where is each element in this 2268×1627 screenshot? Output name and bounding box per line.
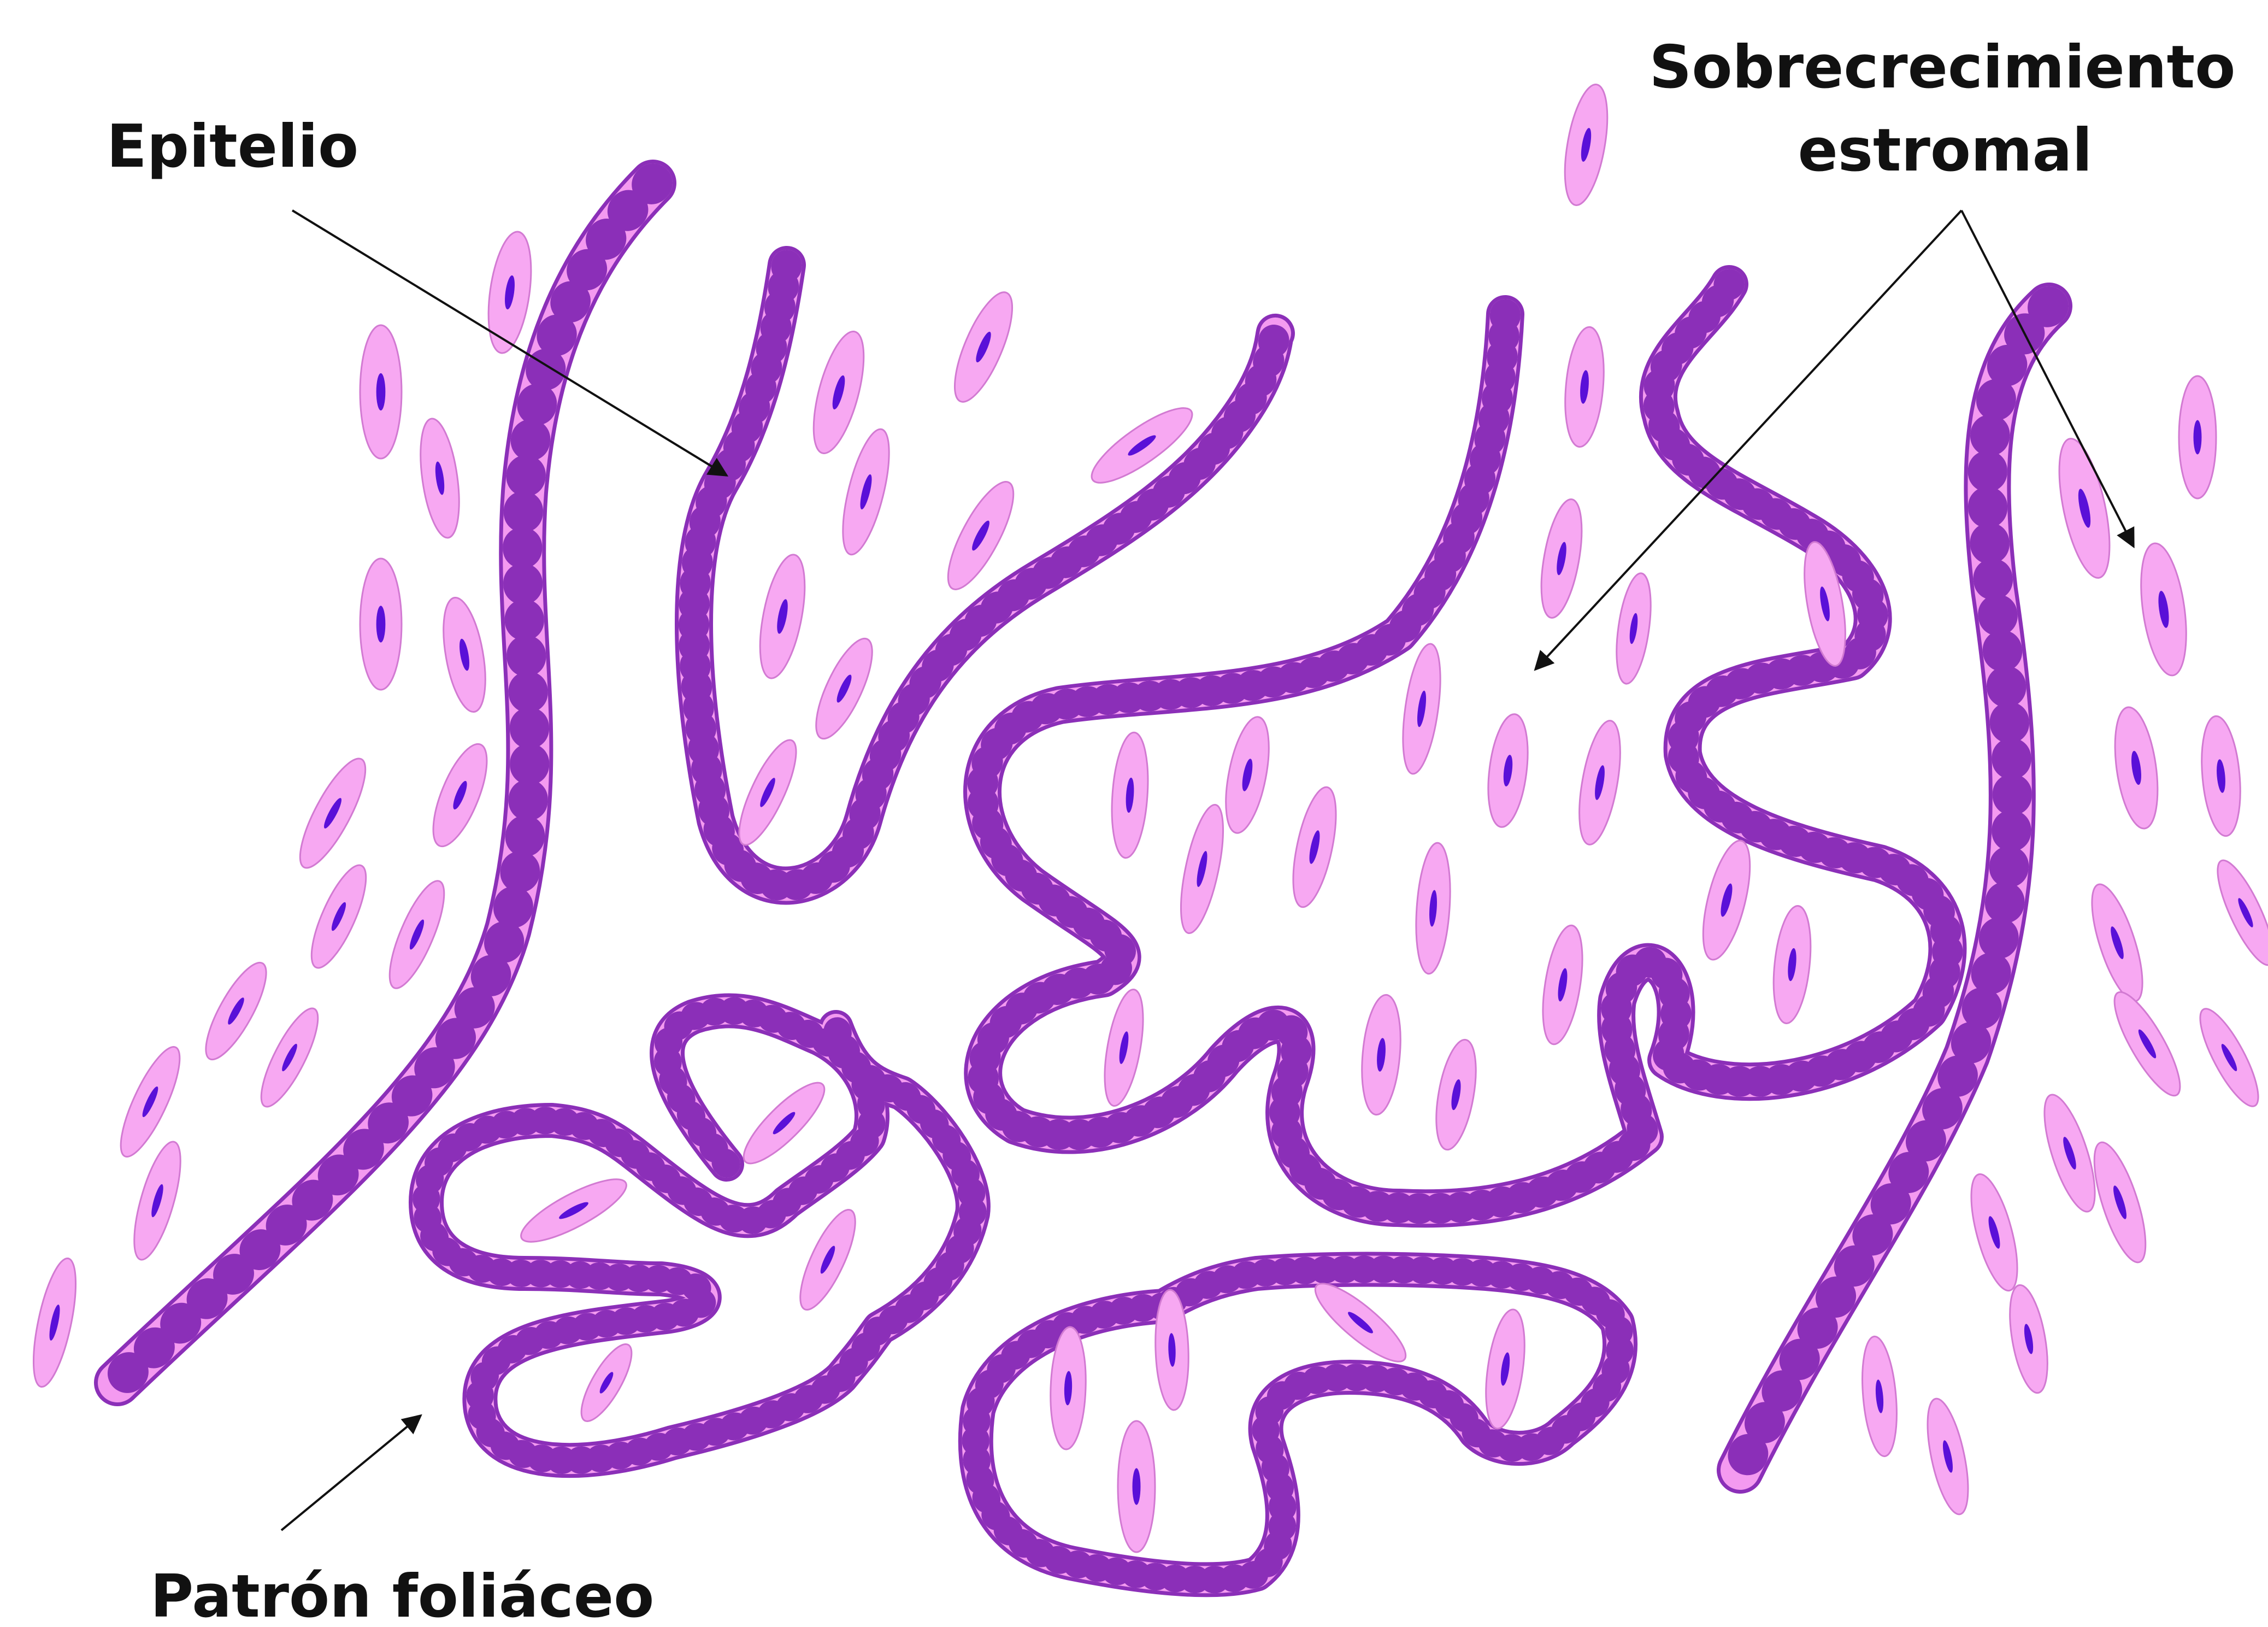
stroma-cell [1919, 1395, 1976, 1518]
stroma-cell [2082, 879, 2153, 1007]
cell-nucleus [2194, 420, 2202, 455]
stroma-cell [2190, 1002, 2268, 1113]
stroma-cell [805, 632, 883, 745]
stroma-cell [1358, 993, 1405, 1116]
label-estromal: estromal [1798, 116, 2092, 185]
stroma-cell [1397, 642, 1447, 776]
stroma-cell [1218, 713, 1277, 836]
stroma-cell [1306, 1273, 1415, 1372]
stroma-cells-layer [25, 81, 2268, 1552]
stroma-cell [1962, 1170, 2027, 1295]
stroma-cell [360, 325, 402, 459]
stroma-cell [360, 559, 402, 690]
stroma-cell [436, 595, 493, 715]
stroma-cell [1173, 801, 1232, 936]
stroma-cell [1480, 1307, 1531, 1431]
stroma-cell [2207, 854, 2268, 971]
stroma-cell [422, 738, 498, 853]
stroma-cell [1285, 784, 1344, 911]
label-epitelio: Epitelio [107, 113, 358, 181]
stroma-cell [728, 733, 806, 851]
stroma-cell [790, 1203, 866, 1317]
stroma-cell [301, 859, 376, 974]
stroma-cell [288, 751, 377, 876]
stroma-cell [1118, 1421, 1155, 1552]
cell-nucleus [376, 373, 386, 410]
stroma-cell [195, 955, 276, 1067]
stroma-cell [833, 425, 898, 559]
stroma-cell [1536, 923, 1589, 1047]
stroma-cell [251, 1002, 328, 1113]
stroma-cell [1483, 712, 1534, 830]
stroma-cell [2049, 434, 2119, 582]
stroma-cell [1858, 1335, 1901, 1458]
stroma-cell [1572, 718, 1628, 848]
stroma-cell [2198, 714, 2245, 837]
stroma-cell [1098, 986, 1151, 1108]
stroma-cell [2108, 704, 2164, 831]
stroma-cell [572, 1338, 640, 1428]
stroma-cell [1769, 904, 1816, 1025]
cell-nucleus [376, 606, 386, 642]
stroma-cell [2003, 1282, 2054, 1395]
stroma-cell [1694, 836, 1759, 964]
stroma-cell [1108, 731, 1152, 859]
stroma-cell [514, 1168, 634, 1253]
cell-nucleus [1133, 1468, 1141, 1505]
stroma-cell [803, 327, 874, 459]
stroma-cell [414, 416, 466, 541]
stroma-cell [25, 1255, 85, 1390]
stroma-cell [2179, 376, 2216, 498]
stroma-arrow-left [1535, 210, 1961, 669]
stroma-cell [1557, 81, 1615, 208]
stroma-cell [125, 1137, 190, 1264]
stroma-cell [944, 285, 1024, 408]
patron-foliaceo-arrow [281, 1415, 421, 1530]
stroma-cell [752, 551, 814, 682]
stroma-cell [2104, 984, 2191, 1103]
stroma-cell [1412, 842, 1454, 975]
epithelium-clover [426, 1011, 973, 1460]
label-patron-foliaceo: Patrón foliáceo [150, 1563, 654, 1627]
stroma-cell [2134, 541, 2193, 678]
stroma-cell [482, 229, 538, 356]
stroma-cell [1611, 571, 1657, 686]
stroma-cell [1534, 496, 1589, 621]
stroma-cell [1561, 325, 1609, 448]
stroma-cell [1429, 1037, 1483, 1153]
stroma-cell [379, 875, 455, 995]
label-sobrecrecimiento: Sobrecrecimiento [1650, 33, 2236, 102]
